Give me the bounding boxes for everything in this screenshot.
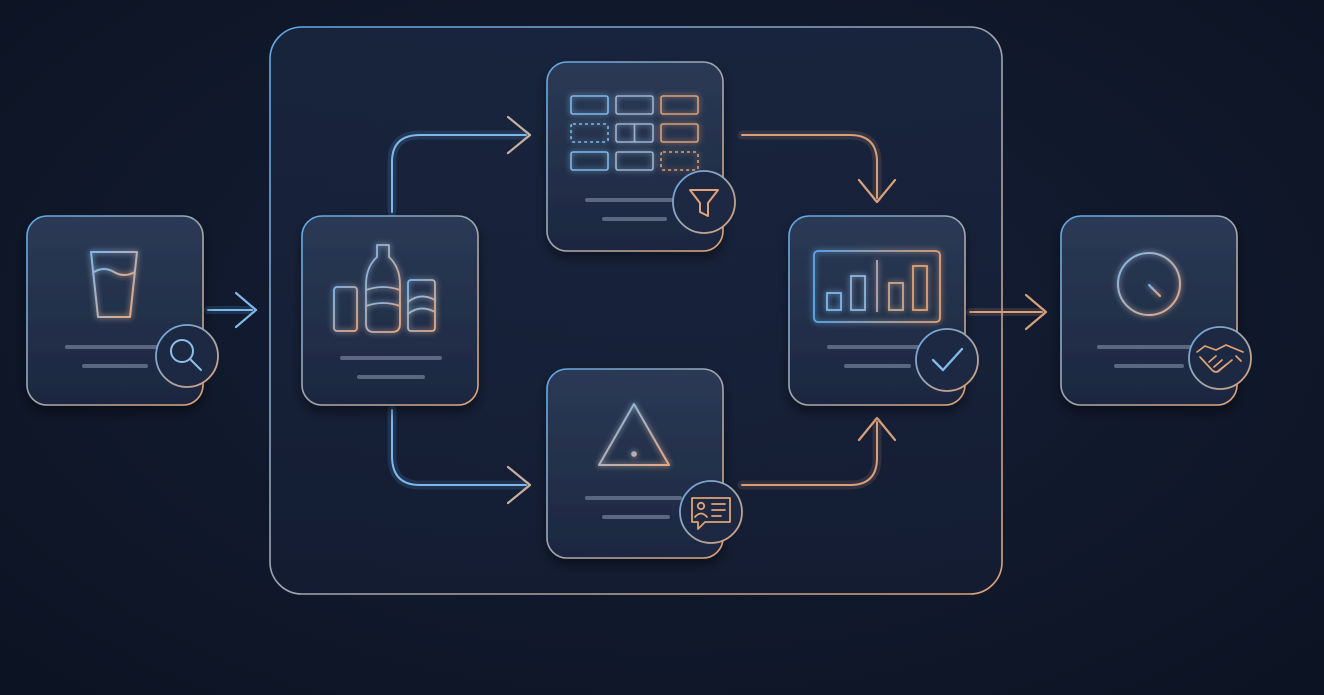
clock-icon — [1117, 252, 1181, 316]
bar-chart-icon — [813, 250, 941, 323]
warning-triangle-icon — [598, 403, 670, 466]
checkmark-icon — [931, 347, 964, 372]
contact-message-icon — [691, 497, 731, 530]
node-report — [788, 215, 979, 406]
node-alert — [546, 368, 743, 559]
data-grid-icon — [570, 95, 699, 171]
funnel-icon — [689, 189, 719, 217]
node-grid-filter — [546, 61, 736, 252]
handshake-badge — [1188, 326, 1252, 390]
drinking-glass-icon — [90, 251, 138, 318]
magnifier-icon — [170, 339, 202, 371]
checkmark-badge — [915, 328, 979, 392]
beverage-bottles-cans-icon — [333, 244, 436, 333]
arrow-alert-to-report — [737, 416, 897, 490]
arrow-products-to-alert — [387, 405, 532, 505]
arrow-intake-to-products — [204, 291, 258, 329]
arrow-products-to-grid — [387, 115, 532, 217]
handshake-icon — [1196, 344, 1244, 373]
node-intake — [26, 215, 219, 406]
node-agreement — [1060, 215, 1252, 406]
node-products — [301, 215, 479, 406]
arrow-grid-to-report — [737, 130, 897, 204]
arrow-report-to-agreement — [966, 293, 1048, 331]
contact-message-badge — [679, 480, 743, 544]
magnifier-badge — [155, 324, 219, 388]
funnel-badge — [672, 170, 736, 234]
process-container — [269, 26, 1003, 595]
